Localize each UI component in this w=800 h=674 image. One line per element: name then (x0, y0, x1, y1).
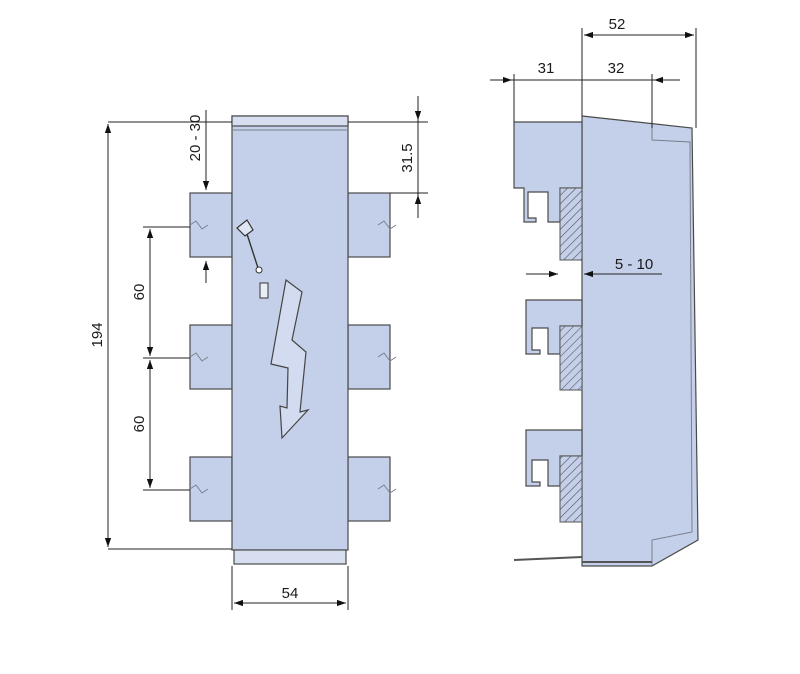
rail-right-bottom (347, 456, 397, 522)
side-front-cover (581, 115, 699, 567)
rail-left-bottom (189, 456, 233, 522)
dim-total-height: 194 (89, 322, 106, 347)
side-back-part (513, 121, 583, 487)
enclosure-top-lip (231, 115, 349, 127)
dim-depth-total: 52 (609, 16, 626, 33)
front-view: 194 60 60 20 - 30 31.5 54 (89, 96, 428, 610)
dim-top-pitch: 60 (131, 284, 148, 301)
indicator-window (259, 282, 269, 299)
side-view: 52 31 32 5 - 10 (490, 16, 699, 567)
dim-depth-front: 32 (608, 60, 625, 77)
rail-left-top (189, 192, 233, 258)
dim-rail-offset: 20 - 30 (187, 115, 204, 162)
dim-top-offset: 31.5 (399, 143, 416, 172)
dim-depth-back: 31 (538, 60, 555, 77)
rail-right-middle (347, 324, 397, 390)
dim-panel-thickness: 5 - 10 (615, 256, 653, 273)
panel-section-top (559, 187, 583, 261)
panel-section-middle (559, 325, 583, 391)
seal-screw-icon (236, 219, 263, 274)
rail-left-middle (189, 324, 233, 390)
enclosure-bottom-lip (233, 549, 347, 565)
rail-right-top (347, 192, 397, 258)
dim-bottom-pitch: 60 (131, 416, 148, 433)
panel-section-bottom (559, 455, 583, 523)
lightning-bolt-icon (270, 278, 310, 440)
dim-width: 54 (282, 585, 299, 602)
